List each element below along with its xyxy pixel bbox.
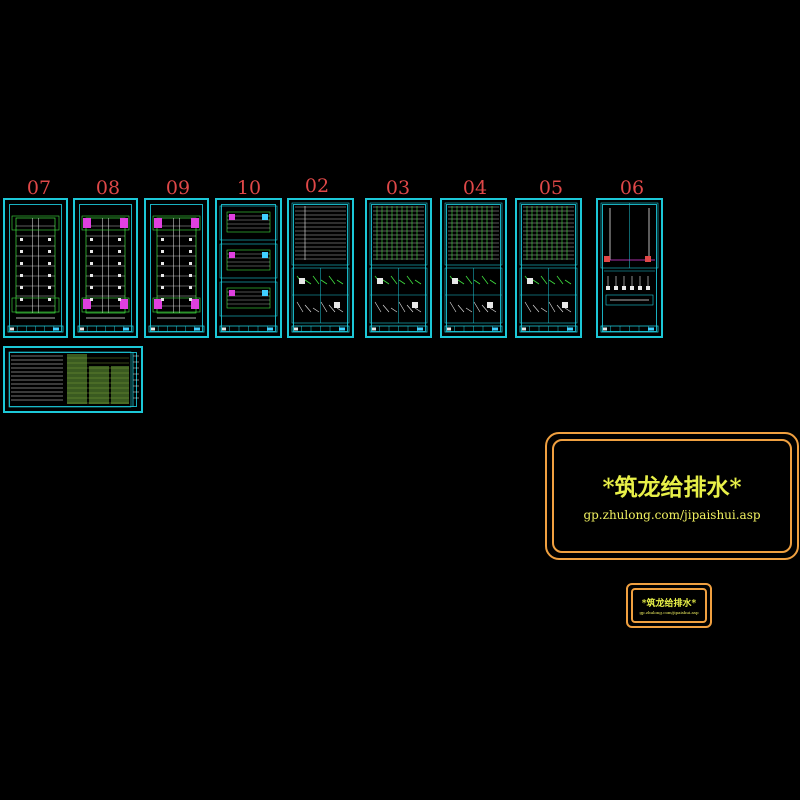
stamp-title-large: *筑龙给排水*: [602, 474, 742, 501]
sheet-label-07: 07: [26, 177, 52, 199]
riser-drawing-05: [519, 202, 578, 333]
plan-drawing-08: [77, 215, 134, 333]
stamp-url-large: gp.zhulong.com/jipaishui.asp: [583, 508, 761, 522]
plan-drawing-10: [219, 205, 278, 333]
riser-drawing-02: [291, 202, 350, 333]
stamp-url-small: gp.zhulong.com/jipaishui.asp: [639, 610, 699, 615]
drawing-sheet-07[interactable]: [3, 198, 68, 338]
cover-sheet-table: [8, 351, 139, 408]
sheet-label-10: 10: [236, 177, 262, 199]
zhulong-stamp-small: *筑龙给排水* gp.zhulong.com/jipaishui.asp: [626, 583, 712, 628]
plan-drawing-07: [7, 215, 64, 333]
system-drawing-06: [600, 202, 659, 333]
stamp-title-small: *筑龙给排水*: [641, 599, 697, 609]
drawing-sheet-10[interactable]: [215, 198, 282, 338]
sheet-label-04: 04: [462, 177, 488, 199]
sheet-label-03: 03: [385, 177, 411, 199]
sheet-label-06: 06: [619, 177, 645, 199]
zhulong-stamp-large: *筑龙给排水* gp.zhulong.com/jipaishui.asp: [545, 432, 799, 560]
sheet-label-08: 08: [95, 177, 121, 199]
plan-drawing-09: [148, 215, 205, 333]
sheet-label-09: 09: [165, 177, 191, 199]
sheet-label-02: 02: [304, 175, 330, 197]
riser-drawing-03: [369, 202, 428, 333]
riser-drawing-04: [444, 202, 503, 333]
sheet-label-05: 05: [538, 177, 564, 199]
